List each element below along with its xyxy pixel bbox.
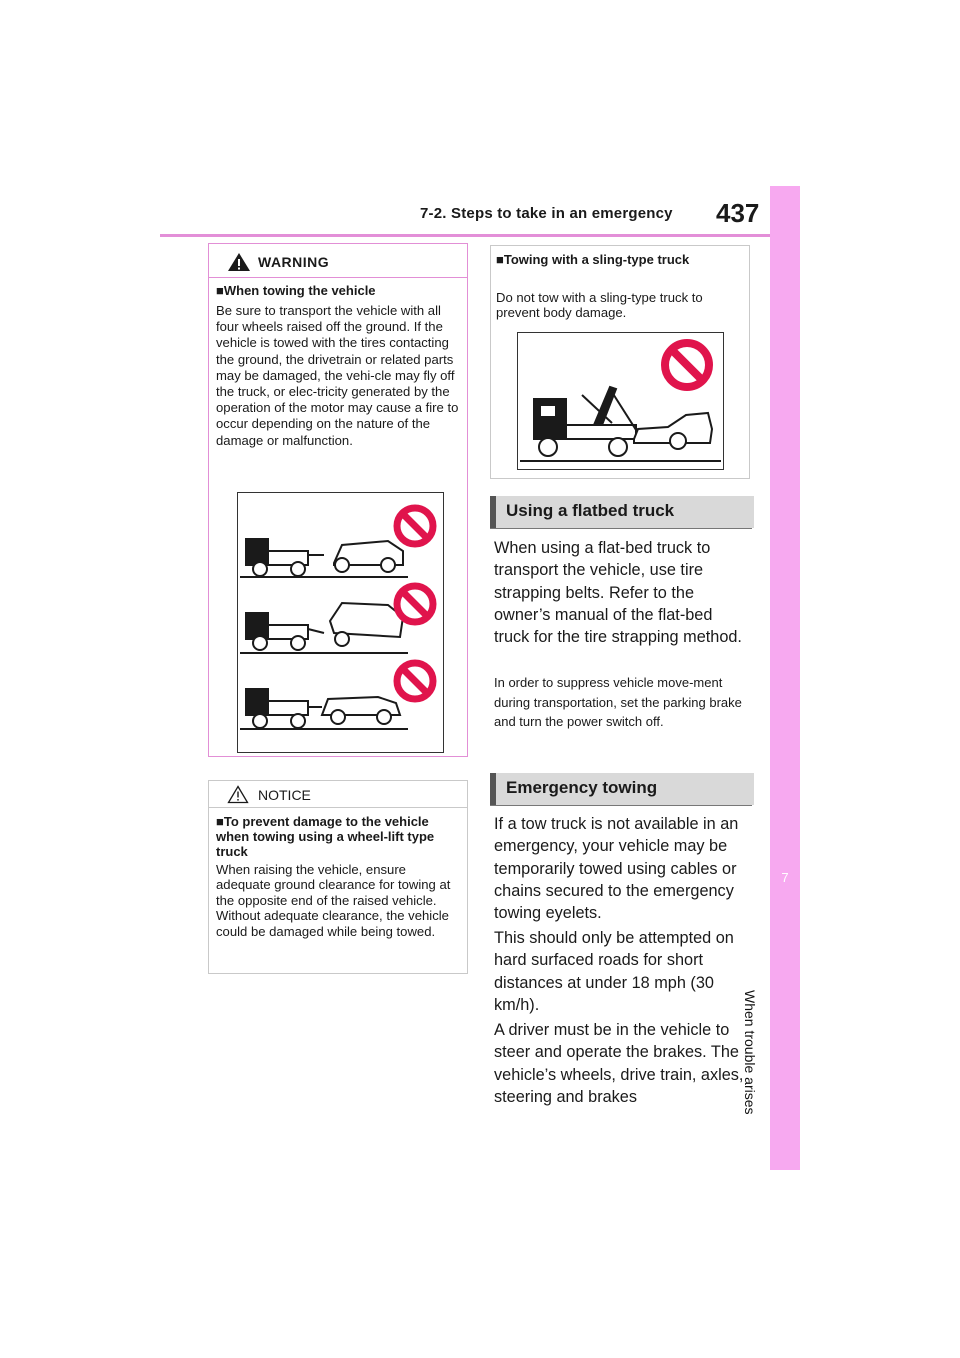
emergency-paragraph-2: This should only be attempted on hard su…: [494, 929, 734, 1014]
flatbed-note: In order to suppress vehicle move-ment d…: [494, 675, 742, 729]
warning-box: [208, 243, 468, 757]
sling-body: Do not tow with a sling-type truck to pr…: [496, 290, 703, 321]
notice-subtitle: ■To prevent damage to the vehicle when t…: [216, 814, 435, 859]
section-heading-flatbed-text: Using a flatbed truck: [506, 501, 675, 520]
section-rule: [490, 805, 752, 806]
section-heading-emergency: Emergency towing: [490, 773, 754, 805]
notice-label: NOTICE: [258, 787, 311, 803]
section-heading-emergency-text: Emergency towing: [506, 778, 658, 797]
flatbed-paragraph: When using a flat-bed truck to transport…: [494, 539, 742, 647]
section-heading-flatbed: Using a flatbed truck: [490, 496, 754, 528]
warning-label: WARNING: [258, 254, 330, 270]
notice-body: When raising the vehicle, ensure adequat…: [216, 862, 451, 939]
warning-body: Be sure to transport the vehicle with al…: [216, 303, 459, 448]
sling-subtitle: ■Towing with a sling-type truck: [496, 252, 690, 267]
emergency-paragraph-3: A driver must be in the vehicle to steer…: [494, 1021, 744, 1106]
chapter-number: 7: [781, 870, 789, 885]
section-title: 7-2. Steps to take in an emergency: [420, 205, 673, 222]
notice-header: [209, 781, 467, 808]
notice-box: [208, 780, 468, 974]
sling-truck-illustration: [517, 332, 724, 470]
caution-outline-icon: [227, 785, 249, 804]
emergency-paragraph-1: If a tow truck is not available in an em…: [494, 815, 739, 923]
towing-prohibited-illustration: [237, 492, 444, 753]
chapter-side-tab: [770, 186, 800, 1170]
page-number: 437: [716, 198, 760, 228]
warning-triangle-icon: [228, 253, 250, 271]
section-rule: [490, 528, 752, 529]
sling-truck-box: [490, 245, 750, 479]
warning-subtitle: ■When towing the vehicle: [216, 283, 376, 298]
header-rule: [160, 234, 770, 237]
warning-header: [209, 244, 467, 278]
